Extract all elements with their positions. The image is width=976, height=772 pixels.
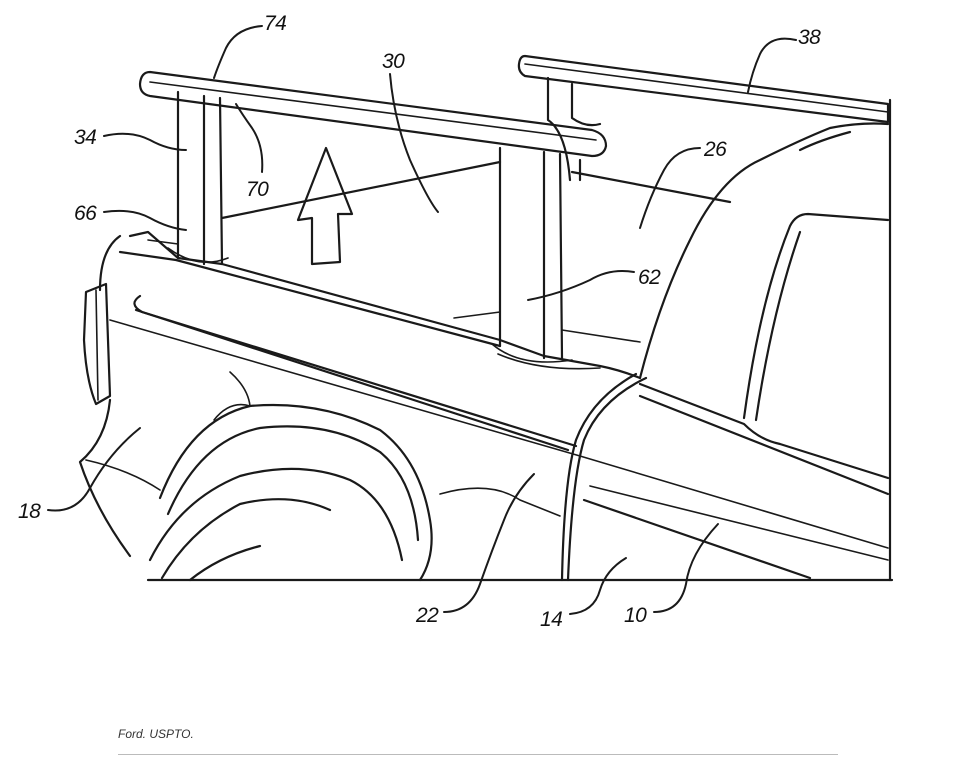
ref-70: 70 xyxy=(246,178,269,201)
ref-62: 62 xyxy=(638,266,661,289)
ref-18: 18 xyxy=(18,500,41,523)
leader-30 xyxy=(389,73,439,213)
patent-drawing: 74 30 38 34 26 70 66 62 18 22 14 10 xyxy=(18,12,894,631)
ref-38: 38 xyxy=(798,26,821,49)
door-lower-line xyxy=(582,498,812,580)
body-character-line xyxy=(133,294,578,448)
wheel xyxy=(148,371,433,582)
rear-stanchion xyxy=(546,76,602,182)
ref-14: 14 xyxy=(540,608,562,631)
up-arrow-icon xyxy=(296,146,354,266)
leader-74 xyxy=(213,25,263,79)
ref-22: 22 xyxy=(415,604,439,627)
leader-38 xyxy=(747,37,797,93)
leader-62 xyxy=(527,270,635,301)
ref-26: 26 xyxy=(703,138,727,161)
rear-crossbar xyxy=(517,54,890,124)
leader-18 xyxy=(47,427,141,512)
quarter-lower-contour xyxy=(439,487,561,517)
caption-divider xyxy=(118,754,838,755)
bedside-top-rail xyxy=(128,230,642,380)
ref-10: 10 xyxy=(624,604,647,627)
bedside-top-rail-inner xyxy=(118,250,502,348)
bed-cab-gap-2 xyxy=(560,372,638,582)
bed-far-rail xyxy=(570,170,732,204)
image-caption: Ford. USPTO. xyxy=(118,727,194,741)
leader-22 xyxy=(443,473,535,613)
left-stanchion xyxy=(147,90,229,266)
bed-front-wall xyxy=(220,160,502,220)
right-stanchion xyxy=(491,146,601,370)
leader-14 xyxy=(569,557,627,615)
leader-70 xyxy=(235,103,264,173)
ref-74: 74 xyxy=(264,12,286,35)
ref-66: 66 xyxy=(74,202,97,225)
rear-lower-edge-2 xyxy=(85,459,161,491)
rear-body-edge xyxy=(98,234,122,292)
taillight xyxy=(82,282,112,406)
cab xyxy=(638,122,890,496)
leader-10 xyxy=(653,523,719,613)
leader-34 xyxy=(103,132,187,151)
ref-30: 30 xyxy=(382,50,405,73)
bed-floor-line xyxy=(453,311,501,319)
bed-cab-gap xyxy=(566,376,648,582)
rear-lower-edge xyxy=(78,398,132,558)
front-crossbar xyxy=(138,70,608,158)
body-character-line-lower xyxy=(134,308,570,452)
ref-34: 34 xyxy=(74,126,96,149)
leader-66 xyxy=(103,209,187,231)
bed-floor-line-2 xyxy=(561,329,641,343)
door-lower-line-2 xyxy=(589,485,889,561)
leader-26 xyxy=(639,147,701,229)
